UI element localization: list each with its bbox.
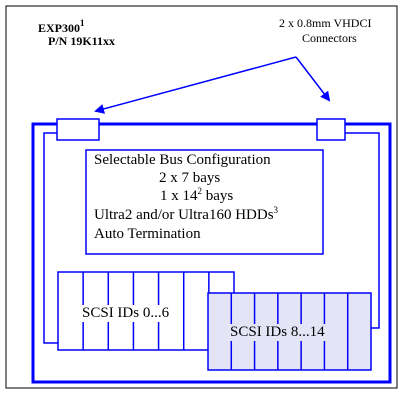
connectors-label-line2: Connectors [302, 31, 357, 45]
model-title: EXP3001 [38, 18, 85, 36]
config-line-ultra-footnote: 3 [273, 205, 279, 215]
part-number: P/N 19K11xx [48, 34, 116, 48]
arrow-to-left-connector [94, 56, 297, 114]
model-name: EXP300 [38, 21, 80, 35]
arrow-to-right-connector [295, 56, 331, 102]
config-line-ultra: Ultra2 and/or Ultra160 HDDs3 [94, 205, 279, 224]
page-frame [5, 5, 398, 389]
right-vhdci-connector [316, 118, 346, 141]
config-line-ultra-text: Ultra2 and/or Ultra160 HDDs [94, 207, 274, 223]
left-vhdci-connector [56, 118, 100, 141]
config-line-termination: Auto Termination [94, 226, 201, 242]
config-line-2x7: 2 x 7 bays [159, 170, 221, 186]
config-line-1x14-pre: 1 x 14 [160, 188, 198, 204]
model-footnote-ref: 1 [80, 18, 85, 28]
config-line-1x14-footnote: 2 [197, 186, 203, 196]
connectors-label-line1: 2 x 0.8mm VHDCI [279, 16, 372, 30]
right-bay-label: SCSI IDs 8...14 [229, 324, 326, 341]
enclosure-outline [31, 122, 392, 384]
left-bus-cable [43, 132, 58, 344]
config-line-1x14: 1 x 142 bays [160, 186, 234, 205]
bus-configuration-box [85, 149, 324, 255]
left-bay-label: SCSI IDs 0...6 [81, 305, 171, 322]
right-bus-cable [344, 132, 380, 329]
config-line-1x14-post: bays [202, 188, 234, 204]
config-line-bus: Selectable Bus Configuration [94, 152, 271, 168]
